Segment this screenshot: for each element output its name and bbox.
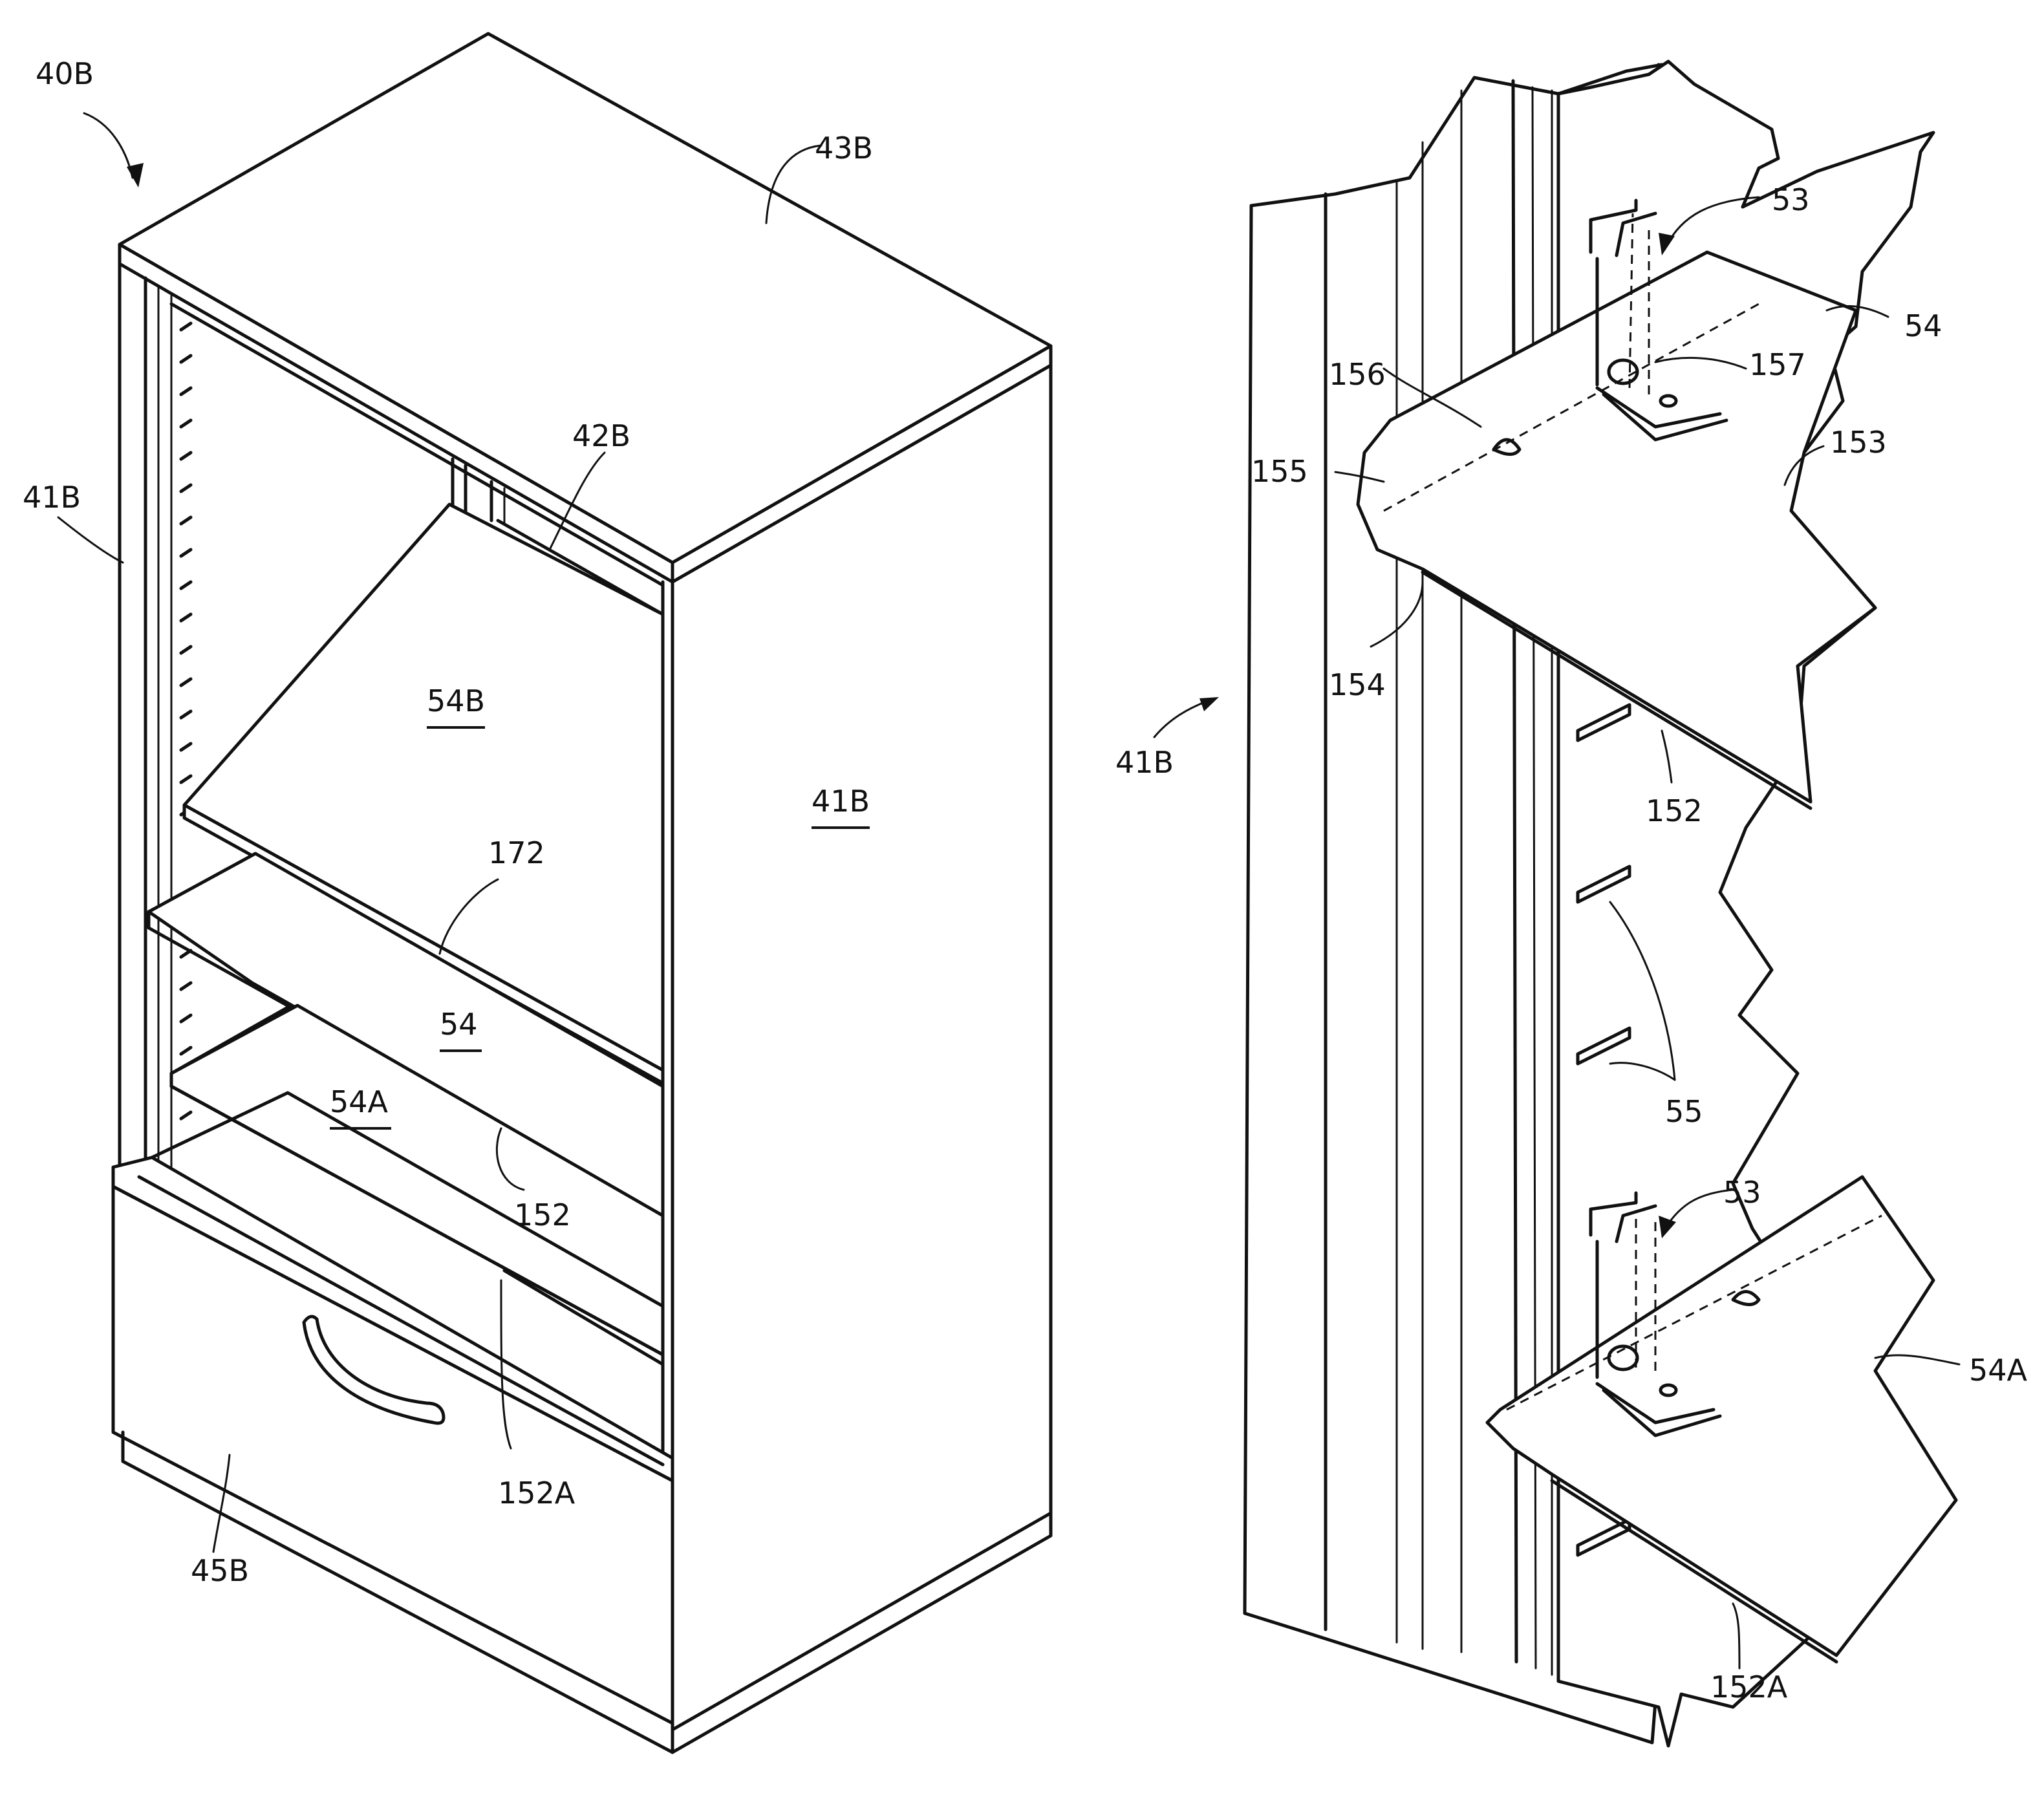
label-54A-detail: 54A — [1969, 1353, 2028, 1388]
label-53-upper: 53 — [1772, 182, 1810, 217]
label-152A: 152A — [498, 1476, 576, 1510]
label-152-detail: 152 — [1646, 793, 1703, 828]
label-54A: 54A — [330, 1084, 389, 1119]
label-53-lower: 53 — [1723, 1175, 1761, 1210]
label-172: 172 — [488, 835, 545, 870]
label-154: 154 — [1329, 667, 1386, 702]
label-40B: 40B — [36, 56, 94, 91]
shelf-holes — [181, 323, 191, 1119]
label-156: 156 — [1329, 357, 1386, 392]
label-45B: 45B — [191, 1553, 249, 1588]
label-157: 157 — [1749, 347, 1806, 382]
label-152: 152 — [514, 1198, 571, 1232]
label-41B-left: 41B — [23, 480, 81, 515]
label-41B-right: 41B — [812, 784, 870, 819]
label-43B: 43B — [815, 131, 873, 166]
label-153: 153 — [1830, 425, 1887, 460]
label-54B: 54B — [427, 683, 485, 718]
upright-detail-drawing — [1154, 61, 1959, 1746]
label-54-detail: 54 — [1904, 308, 1942, 343]
label-41B-detail: 41B — [1115, 745, 1174, 780]
label-54: 54 — [440, 1007, 478, 1042]
label-155: 155 — [1251, 454, 1308, 489]
label-55: 55 — [1665, 1094, 1703, 1129]
label-42B: 42B — [572, 418, 630, 453]
label-152A-detail: 152A — [1710, 1670, 1788, 1704]
